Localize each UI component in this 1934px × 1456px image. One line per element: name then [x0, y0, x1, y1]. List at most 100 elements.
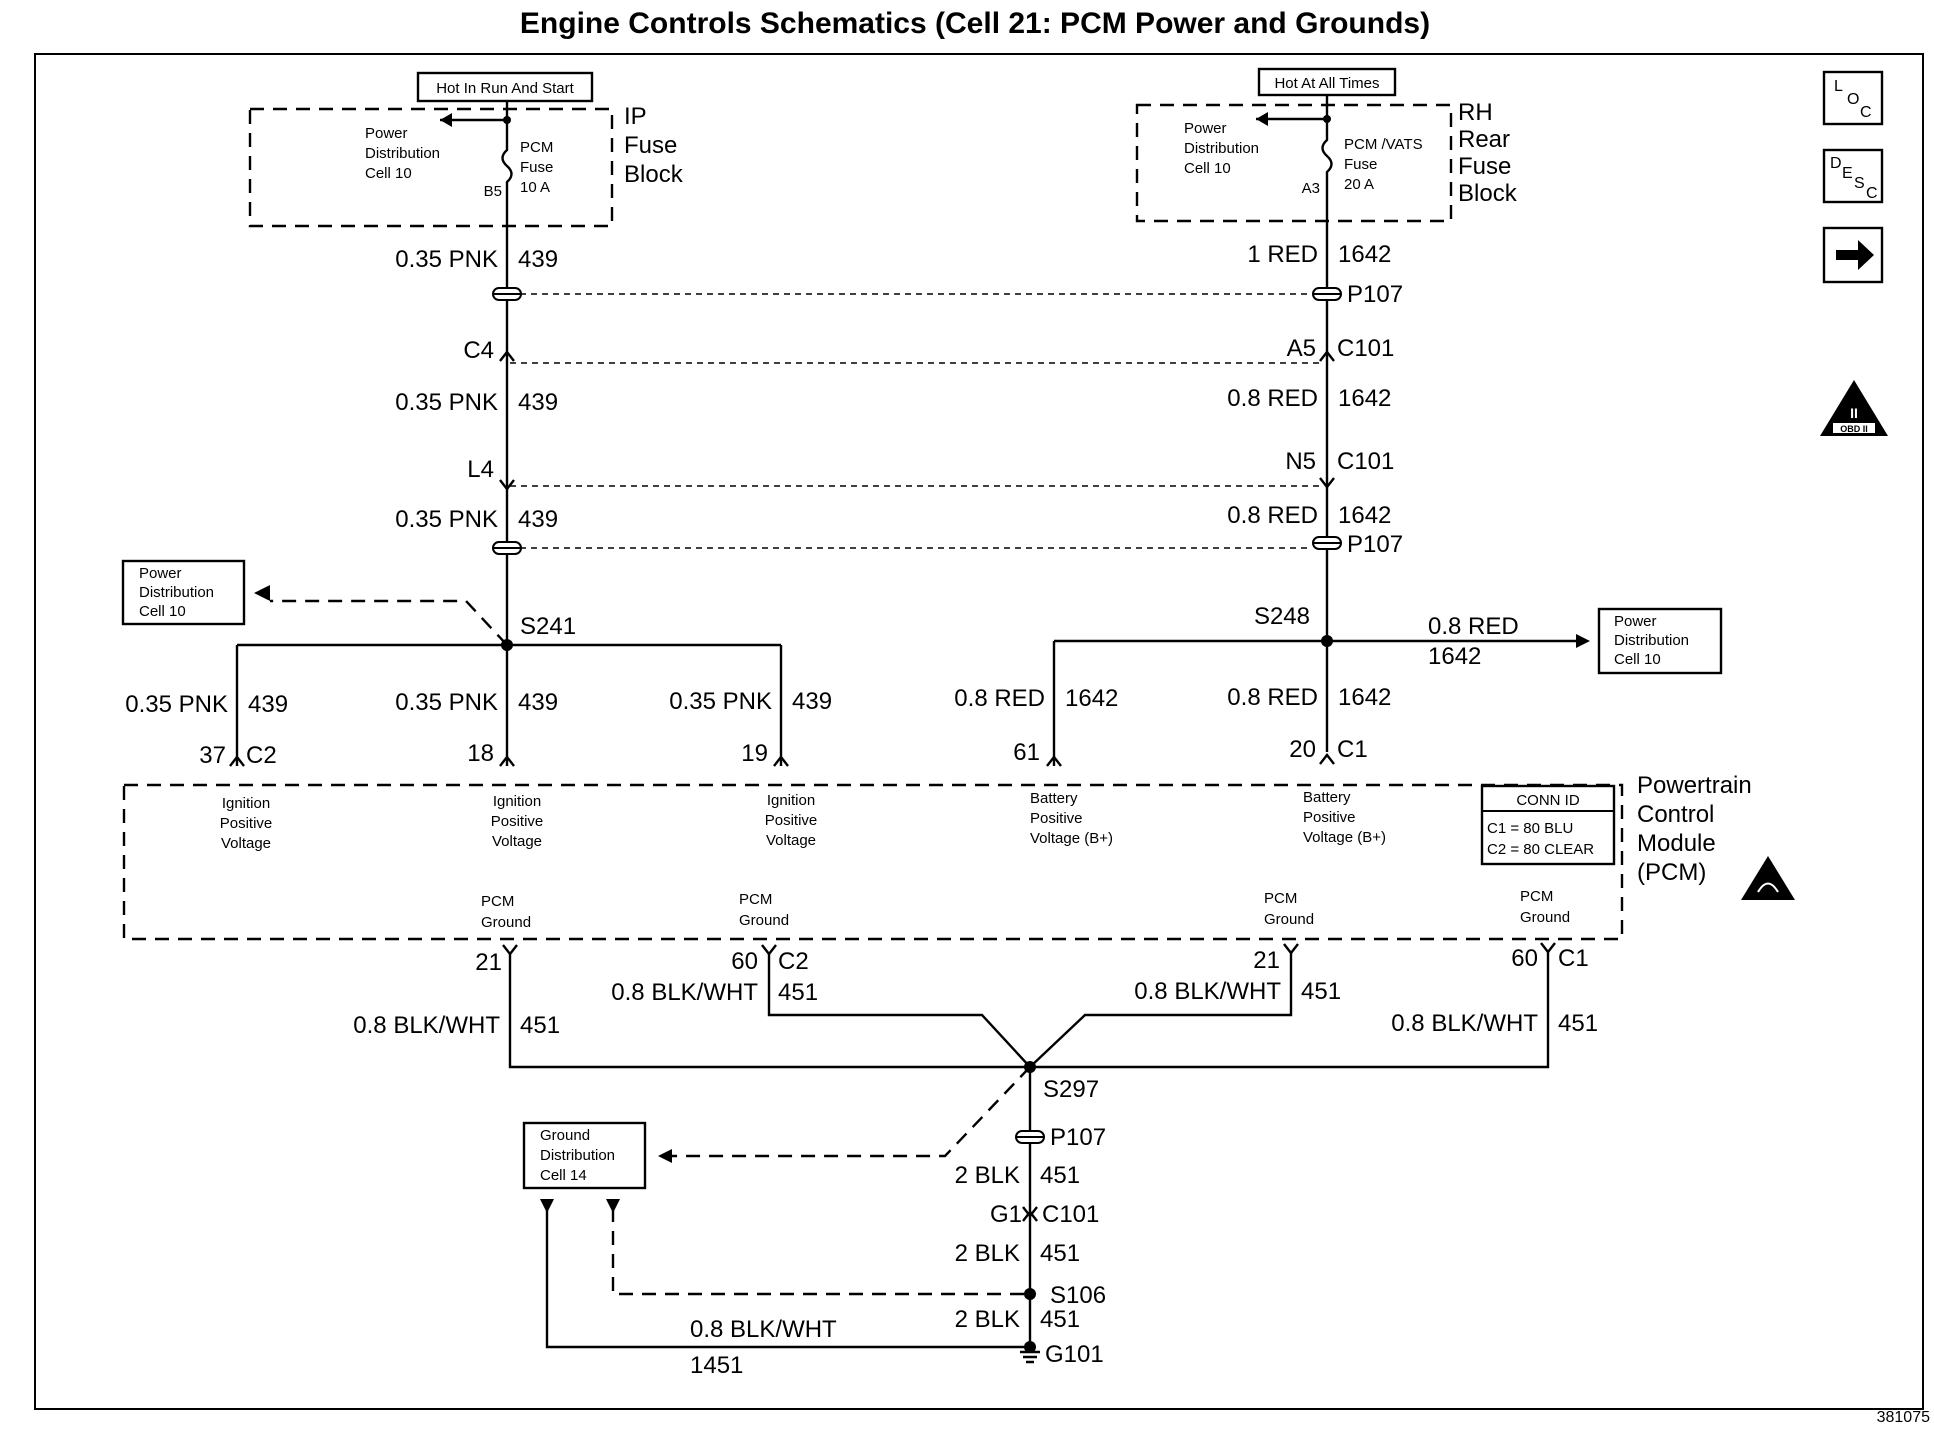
pin18-terminal [499, 755, 515, 767]
wire-color-blkwht-b: 0.8 BLK/WHT [611, 979, 758, 1006]
wire-color-pnk-19: 0.35 PNK [669, 688, 772, 715]
svg-text:O: O [1847, 91, 1859, 108]
conn-n5: N5 [1285, 448, 1316, 475]
splice-s241-label: S241 [520, 613, 576, 640]
rh-power-dist-2: Distribution [1184, 140, 1259, 157]
svg-text:Ground: Ground [739, 912, 789, 929]
svg-text:Positive: Positive [491, 813, 544, 830]
pcm-ground-60-c1: PCM Ground [1520, 888, 1570, 926]
g1-terminal-a [1022, 1206, 1038, 1218]
gnd-wire-21-c1 [1029, 953, 1293, 1068]
ip-fuse-block-outline [248, 107, 614, 228]
hot-in-run-tag [416, 71, 594, 103]
rh-fuse-label-1: RH [1458, 99, 1493, 126]
wire-circuit-439-c: 439 [518, 506, 558, 533]
svg-text:PCM: PCM [1264, 890, 1297, 907]
ground-g101-label: G101 [1045, 1341, 1104, 1368]
svg-text:Voltage (B+): Voltage (B+) [1303, 829, 1386, 846]
wire-circuit-1642-pd: 1642 [1428, 643, 1481, 670]
svg-text:Voltage: Voltage [492, 833, 542, 850]
svg-text:S: S [1854, 175, 1865, 192]
ip-power-dist-3: Cell 10 [365, 165, 412, 182]
pcm-label-4: (PCM) [1637, 859, 1706, 886]
wire-circuit-1642-c: 1642 [1338, 502, 1391, 529]
power-dist-left-2: Distribution [139, 584, 214, 601]
svg-text:II: II [1850, 405, 1858, 421]
svg-text:C: C [1866, 185, 1878, 202]
wire-color-red-c: 0.8 RED [1227, 502, 1318, 529]
power-dist-right-1: Power [1614, 613, 1657, 630]
svg-text:Battery: Battery [1303, 789, 1351, 806]
pcm-battery-voltage-61: Battery Positive Voltage (B+) [1030, 790, 1113, 847]
pin-a3: A3 [1302, 180, 1320, 197]
p107-upper-left [492, 287, 522, 301]
l4-terminal [499, 479, 515, 491]
gnd-pin21-c1-terminal [1283, 943, 1299, 955]
wire-color-blk-c: 2 BLK [955, 1306, 1020, 1333]
pcm-ignition-voltage-37: Ignition Positive Voltage [220, 795, 273, 852]
wire-color-blk-a: 2 BLK [955, 1162, 1020, 1189]
wire-1451 [545, 1199, 1030, 1349]
pcm-vats-fuse-2: Fuse [1344, 156, 1377, 173]
ip-power-dist-2: Distribution [365, 145, 440, 162]
pin-60-c1: 60 [1511, 945, 1538, 972]
hot-in-run-label: Hot In Run And Start [436, 80, 574, 97]
wire-circuit-1642-20: 1642 [1338, 684, 1391, 711]
conn-l4: L4 [467, 456, 494, 483]
gnd-wire-60-c1 [1030, 952, 1550, 1069]
wire-circuit-1642-b: 1642 [1338, 385, 1391, 412]
conn-a5: A5 [1287, 335, 1316, 362]
pin-60-c2: 60 [731, 948, 758, 975]
wire-color-pnk-37: 0.35 PNK [125, 691, 228, 718]
svg-text:PCM: PCM [739, 891, 772, 908]
p107-upper-right [1312, 287, 1342, 301]
svg-text:PCM: PCM [481, 893, 514, 910]
c4-terminal [499, 350, 515, 362]
wire-circuit-439-37: 439 [248, 691, 288, 718]
ip-fuse-block-label-1: IP [624, 103, 647, 130]
next-arrow-icon[interactable] [1822, 226, 1884, 284]
pin-b5: B5 [484, 183, 502, 200]
loc-icon[interactable]: L O C [1822, 70, 1884, 126]
power-dist-box-right [1597, 607, 1723, 675]
p107-lower-right [1312, 536, 1342, 550]
power-dist-left-1: Power [139, 565, 182, 582]
wire-circuit-451-a: 451 [520, 1012, 560, 1039]
desc-icon[interactable]: D E S C [1822, 148, 1884, 204]
ground-g101-icon [1020, 1341, 1040, 1364]
s106-ground-dist-link [611, 1209, 1024, 1296]
pcm-ignition-voltage-18: Ignition Positive Voltage [491, 793, 544, 850]
ground-dist-2: Distribution [540, 1147, 615, 1164]
conn-c101-ground: C101 [1042, 1201, 1099, 1228]
wire-circuit-439-18: 439 [518, 689, 558, 716]
wire-circuit-451-b: 451 [778, 979, 818, 1006]
gnd-pin60-c2-terminal [761, 944, 777, 956]
pcm-label-2: Control [1637, 801, 1714, 828]
conn-c2-bottom: C2 [778, 948, 809, 975]
diagram-frame [34, 53, 1924, 1410]
wire-circuit-1642-a: 1642 [1338, 241, 1391, 268]
gnd-wire-21-c2 [508, 954, 1030, 1069]
ground-dist-1: Ground [540, 1127, 590, 1144]
pcm-ignition-voltage-19: Ignition Positive Voltage [765, 792, 818, 849]
splice-s248-label: S248 [1254, 603, 1310, 630]
wire-circuit-439-b: 439 [518, 389, 558, 416]
svg-text:Positive: Positive [1030, 810, 1083, 827]
power-dist-right-2: Distribution [1614, 632, 1689, 649]
pcm-fuse-1: PCM [520, 139, 553, 156]
wire-circuit-1642-61: 1642 [1065, 685, 1118, 712]
conn-id-c1: C1 = 80 BLU [1487, 820, 1573, 837]
pcm-vats-fuse-1: PCM /VATS [1344, 136, 1423, 153]
svg-text:Battery: Battery [1030, 790, 1078, 807]
p107-lower-left [492, 541, 522, 555]
svg-text:Voltage (B+): Voltage (B+) [1030, 830, 1113, 847]
wire-color-blk-b: 2 BLK [955, 1240, 1020, 1267]
wire-circuit-451-c: 451 [1301, 978, 1341, 1005]
a5-terminal [1319, 350, 1335, 362]
p107-label-ground: P107 [1050, 1124, 1106, 1151]
obd-ii-warning-icon: II OBD II [1820, 380, 1888, 436]
figure-number: 381075 [1877, 1409, 1930, 1426]
g1-terminal-b [1022, 1210, 1038, 1222]
svg-text:Ground: Ground [1520, 909, 1570, 926]
wire-color-blkwht-g101: 0.8 BLK/WHT [690, 1316, 837, 1343]
